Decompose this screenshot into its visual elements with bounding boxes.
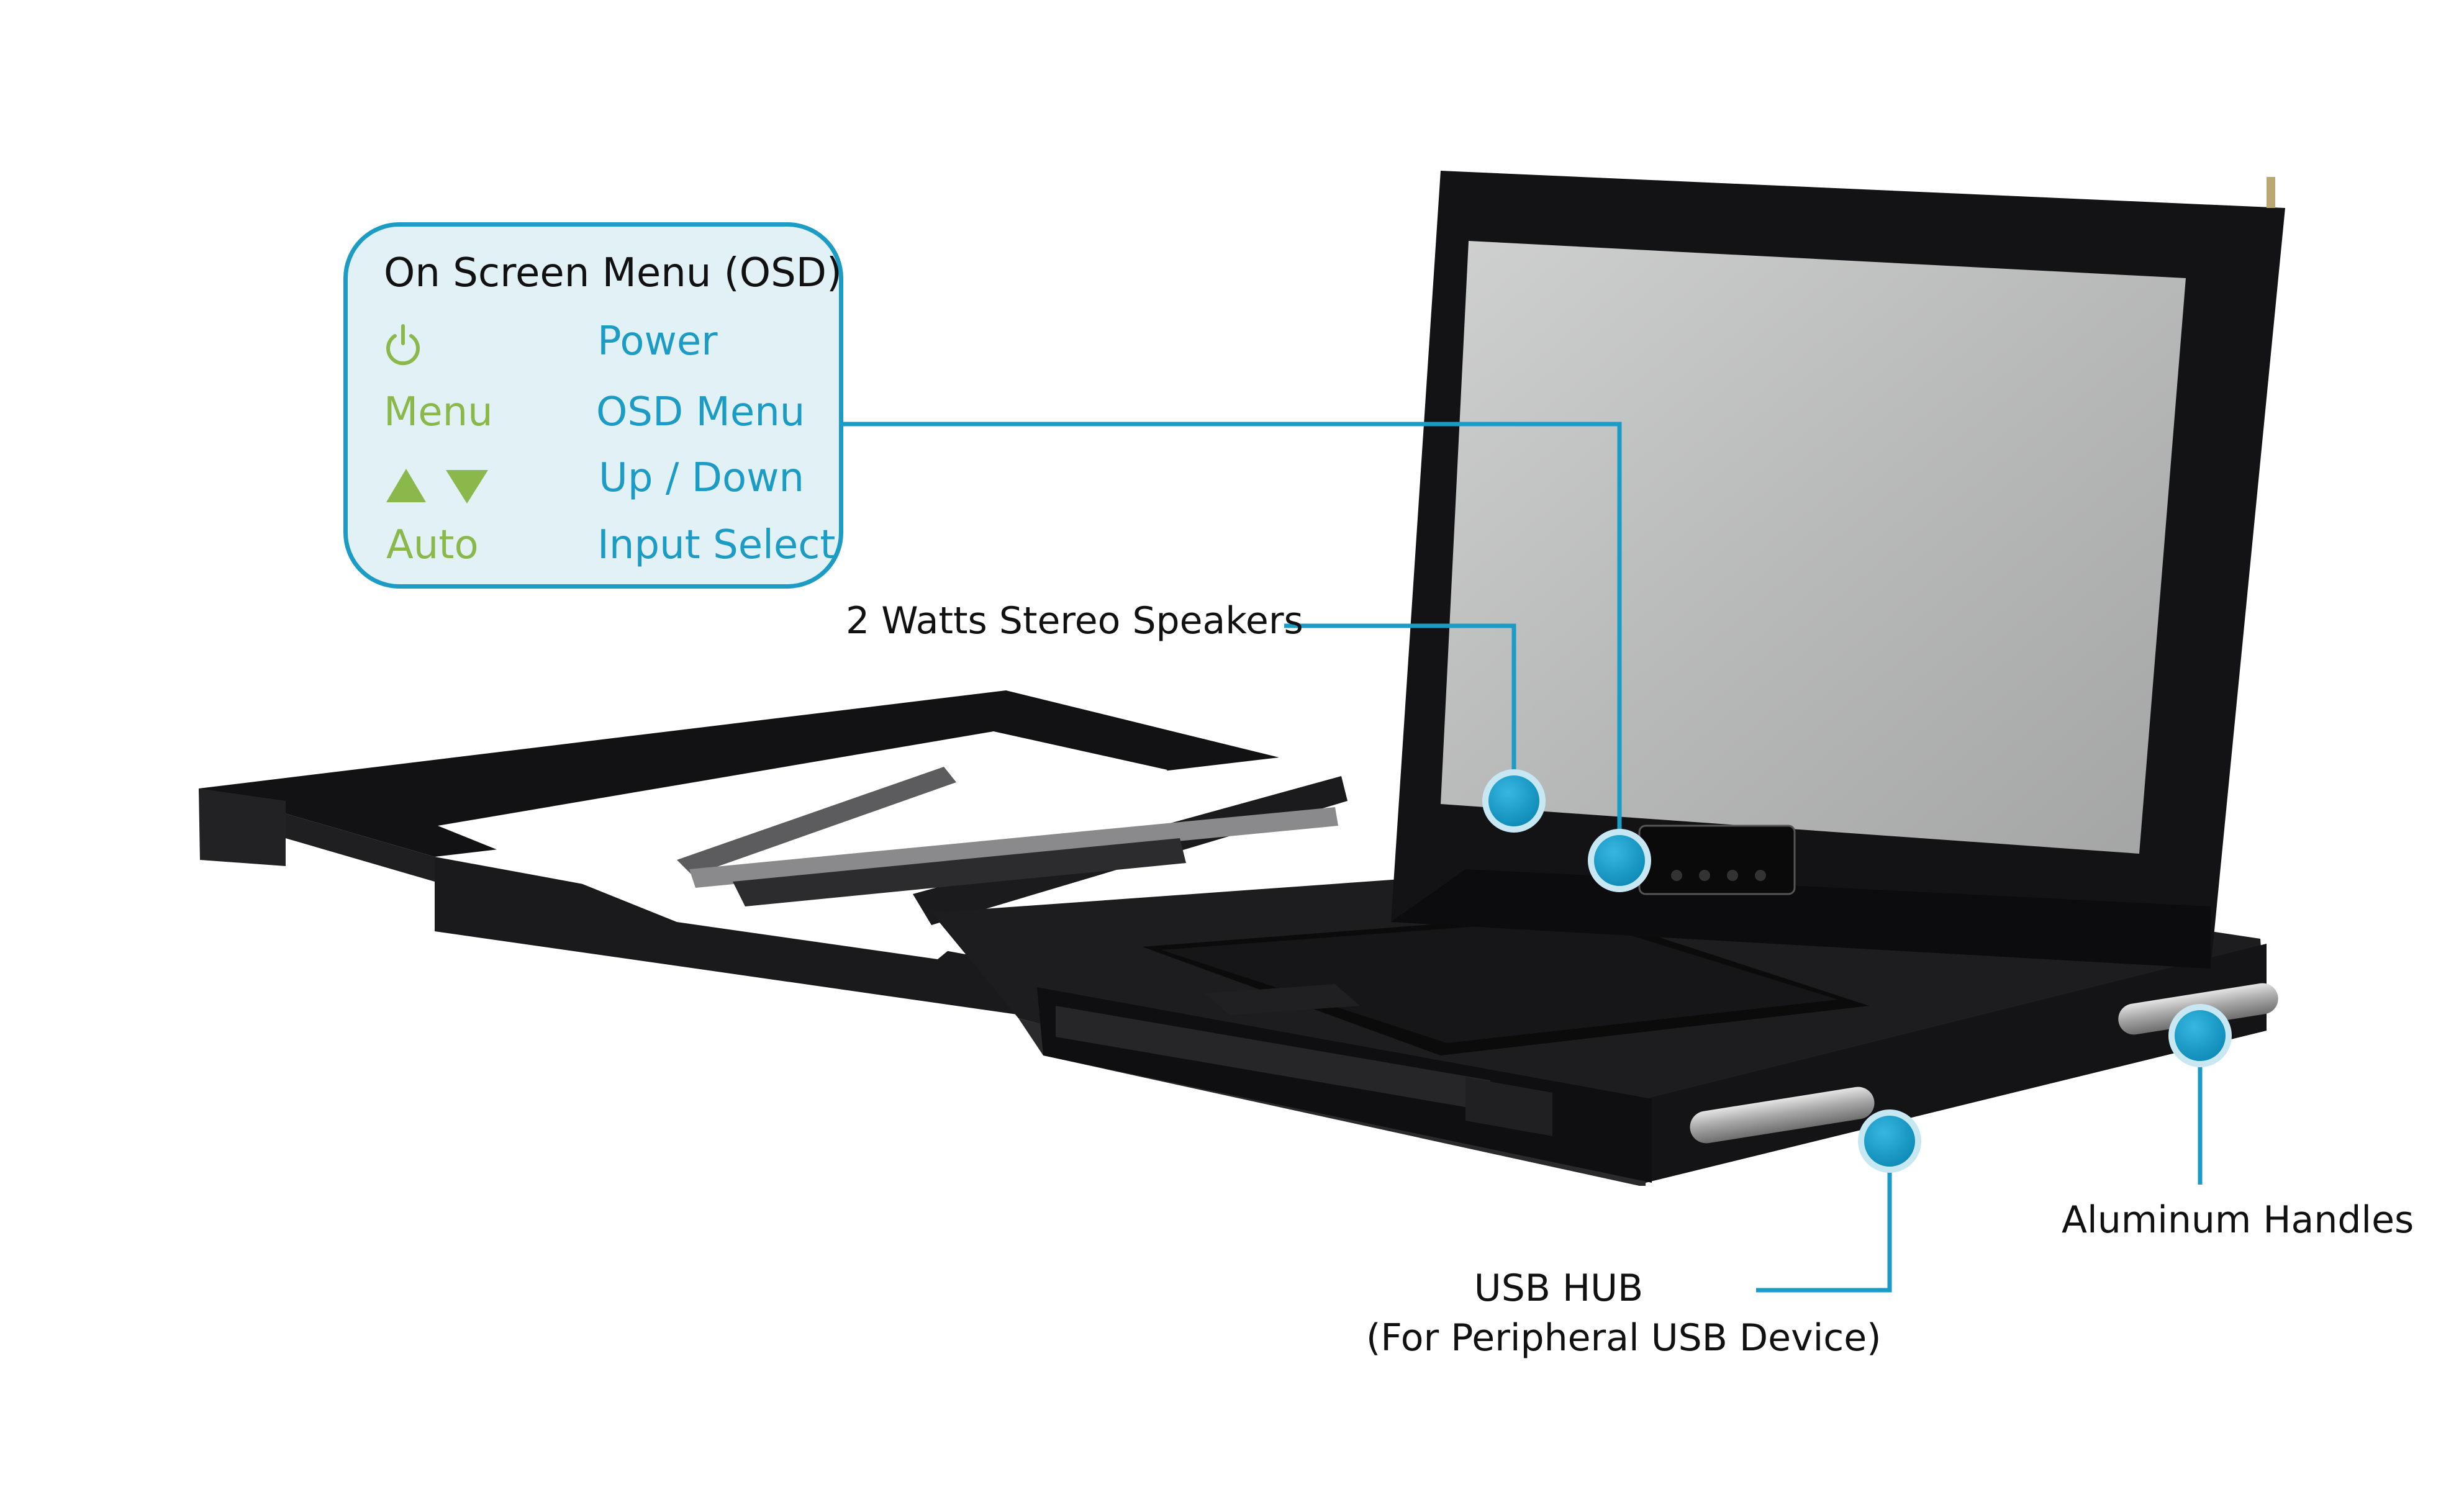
usb-hub-marker (1858, 1109, 1921, 1173)
osd-power-label: Power (597, 319, 718, 364)
rack-rail-assembly (199, 690, 1348, 1018)
lcd-monitor (1391, 171, 2285, 969)
power-icon (384, 320, 422, 367)
osd-menu-label: OSD Menu (596, 389, 805, 435)
lcd-screen (1441, 241, 2186, 854)
usb-leader-line (1756, 1141, 1892, 1293)
handles-callout-label: Aluminum Handles (2062, 1198, 2414, 1242)
osd-legend-panel: On Screen Menu (OSD) Power Menu OSD Menu… (343, 222, 843, 589)
usb-hub-callout-label: USB HUB (For Peripheral USB Device) (1366, 1263, 1882, 1363)
osd-marker (1588, 829, 1651, 892)
left-handle (1690, 1087, 1875, 1144)
speakers-callout-label: 2 Watts Stereo Speakers (846, 599, 1303, 643)
callout-leader-lines (843, 422, 2203, 1293)
osd-menu-key: Menu (384, 389, 493, 435)
handles-marker (2168, 1004, 2232, 1067)
osd-leader-line (843, 422, 1622, 862)
osd-up-down-label: Up / Down (599, 455, 805, 501)
osd-input-select-label: Input Select (597, 522, 836, 568)
usb-hub-subtitle: (For Peripheral USB Device) (1366, 1316, 1882, 1360)
osd-auto-key: Auto (386, 522, 479, 568)
speakers-marker (1482, 769, 1546, 833)
up-down-arrows-icon (384, 461, 491, 507)
speakers-leader-line (1284, 623, 1516, 800)
osd-panel-title: On Screen Menu (OSD) (384, 250, 842, 296)
usb-hub-title: USB HUB (1474, 1267, 1644, 1310)
